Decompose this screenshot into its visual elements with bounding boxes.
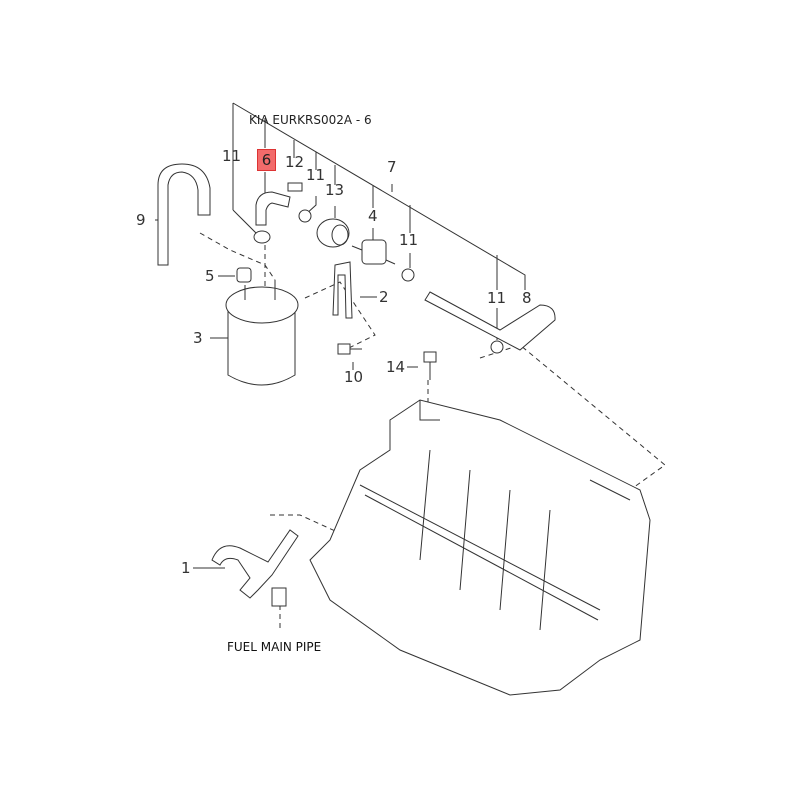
- callout-8[interactable]: 8: [522, 289, 532, 307]
- connector: [271, 587, 287, 607]
- callout-9[interactable]: 9: [136, 211, 146, 229]
- clamp-part-11[interactable]: [298, 209, 312, 223]
- callout-11[interactable]: 11: [306, 166, 326, 184]
- callout-10[interactable]: 10: [344, 368, 364, 386]
- callout-12[interactable]: 12: [285, 153, 305, 171]
- leader-lines: [155, 102, 526, 569]
- cap-part-5[interactable]: [236, 267, 252, 283]
- grommet-inner: [331, 224, 349, 246]
- clamp-part-11[interactable]: [401, 268, 415, 282]
- callout-7[interactable]: 7: [387, 158, 397, 176]
- intake-manifold[interactable]: [309, 399, 651, 696]
- diagram-title: KIA EURKRS002A - 6: [249, 113, 372, 127]
- hose-part-6[interactable]: [255, 191, 291, 226]
- grommet-part-13[interactable]: [316, 218, 350, 248]
- clamp-part-11[interactable]: [490, 340, 504, 354]
- callout-4[interactable]: 4: [368, 207, 378, 225]
- callout-13[interactable]: 13: [325, 181, 345, 199]
- callout-14[interactable]: 14: [386, 358, 406, 376]
- hose-part-8[interactable]: [424, 291, 556, 351]
- callout-5[interactable]: 5: [205, 267, 215, 285]
- callout-11[interactable]: 11: [222, 147, 242, 165]
- hose-part-1[interactable]: [211, 529, 299, 599]
- clamp-part-11[interactable]: [253, 230, 271, 244]
- fuel-main-pipe-label: FUEL MAIN PIPE: [227, 640, 322, 654]
- clip-part-12[interactable]: [287, 182, 303, 192]
- bracket-part-2[interactable]: [332, 261, 353, 319]
- callout-11[interactable]: 11: [487, 289, 507, 307]
- valve-part-4[interactable]: [351, 239, 396, 265]
- canister-part-3[interactable]: [225, 280, 299, 386]
- highlighted-callout-6[interactable]: 6: [257, 149, 276, 171]
- hose-part-9[interactable]: [157, 163, 211, 266]
- bolt-part-10[interactable]: [337, 343, 362, 355]
- bolt-part-14[interactable]: [423, 351, 437, 380]
- callout-1[interactable]: 1: [181, 559, 191, 577]
- callout-11[interactable]: 11: [399, 231, 419, 249]
- callout-3[interactable]: 3: [193, 329, 203, 347]
- callout-2[interactable]: 2: [379, 288, 389, 306]
